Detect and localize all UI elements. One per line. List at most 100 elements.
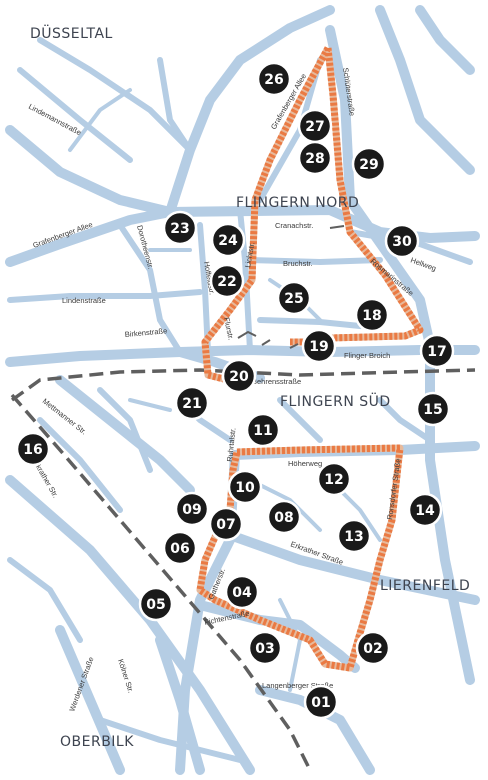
street-label-ruhrtalstr: Ruhrtalstr. xyxy=(225,427,238,462)
location-marker-01[interactable]: 01 xyxy=(303,684,339,720)
street-label-lindemannstrasse: Lindemannstraße xyxy=(27,102,83,137)
street-mettmanner-strasse xyxy=(55,375,195,495)
street-southwest-lower xyxy=(7,557,83,643)
street-grafenberger-allee xyxy=(5,207,175,267)
location-marker-28[interactable]: 28 xyxy=(297,140,333,176)
crossing-marks xyxy=(237,225,345,349)
street-alley-7 xyxy=(278,598,302,692)
svg-text:23: 23 xyxy=(170,221,189,237)
crossing-mark-4 xyxy=(329,225,345,229)
street-erkrather-str-west xyxy=(37,417,123,513)
crossing-mark-1 xyxy=(237,330,257,339)
street-label-birkenstrasse: Birkenstraße xyxy=(124,326,167,339)
location-marker-08[interactable]: 08 xyxy=(266,499,302,535)
svg-text:01: 01 xyxy=(311,695,330,711)
location-marker-27[interactable]: 27 xyxy=(297,108,333,144)
svg-text:16: 16 xyxy=(23,442,42,458)
location-marker-22[interactable]: 22 xyxy=(209,263,245,299)
svg-text:29: 29 xyxy=(359,157,378,173)
area-label-flingern-nord: FLINGERN NORD xyxy=(236,195,359,211)
area-label-lierenfeld: LIERENFELD xyxy=(380,578,470,594)
street-main-east-west xyxy=(165,205,480,243)
street-erkrather-strasse xyxy=(225,530,480,605)
street-fichtenstrasse xyxy=(195,600,360,673)
svg-text:05: 05 xyxy=(146,597,165,613)
svg-text:02: 02 xyxy=(363,641,382,657)
street-hellweg xyxy=(347,229,473,265)
location-marker-18[interactable]: 18 xyxy=(354,297,390,333)
location-marker-19[interactable]: 19 xyxy=(301,328,337,364)
svg-text:26: 26 xyxy=(264,72,283,88)
location-marker-24[interactable]: 24 xyxy=(210,222,246,258)
location-marker-12[interactable]: 12 xyxy=(316,461,352,497)
svg-text:11: 11 xyxy=(253,423,272,439)
location-marker-06[interactable]: 06 xyxy=(162,530,198,566)
location-marker-17[interactable]: 17 xyxy=(419,333,455,369)
street-bruchstrasse xyxy=(247,257,383,265)
street-label-langenberger-strasse: Langenberger Straße xyxy=(262,681,333,690)
svg-text:19: 19 xyxy=(309,339,328,355)
street-label-flurstr: Flurstr. xyxy=(222,317,236,341)
area-label-duesseltal: DÜSSELTAL xyxy=(30,24,113,42)
svg-text:30: 30 xyxy=(392,234,412,250)
crossing-mark-2 xyxy=(261,339,271,346)
street-lindenstrasse xyxy=(7,289,203,303)
location-marker-11[interactable]: 11 xyxy=(245,412,281,448)
street-dorotheenstrasse xyxy=(117,222,183,355)
location-marker-09[interactable]: 09 xyxy=(174,491,210,527)
street-label-lindenstrasse: Lindenstraße xyxy=(62,296,106,305)
location-marker-15[interactable]: 15 xyxy=(415,391,451,427)
location-marker-21[interactable]: 21 xyxy=(174,385,210,421)
svg-text:20: 20 xyxy=(229,369,249,385)
street-northeast xyxy=(415,5,475,75)
location-marker-30[interactable]: 30 xyxy=(384,223,420,259)
svg-text:15: 15 xyxy=(423,402,442,418)
location-marker-02[interactable]: 02 xyxy=(355,630,391,666)
location-marker-03[interactable]: 03 xyxy=(247,630,283,666)
location-marker-04[interactable]: 04 xyxy=(224,574,260,610)
location-marker-29[interactable]: 29 xyxy=(351,146,387,182)
area-label-flingern-sued: FLINGERN SÜD xyxy=(280,392,391,410)
location-marker-23[interactable]: 23 xyxy=(162,210,198,246)
location-marker-26[interactable]: 26 xyxy=(256,61,292,97)
street-sw-small xyxy=(97,387,153,473)
street-grafenberger-allee-west xyxy=(5,125,175,217)
svg-text:07: 07 xyxy=(216,517,235,533)
street-hoffeldstrasse xyxy=(197,222,211,355)
location-marker-05[interactable]: 05 xyxy=(138,586,174,622)
street-flingern-sued-2 xyxy=(277,397,323,443)
boundary-oberbilk xyxy=(10,393,312,771)
svg-text:22: 22 xyxy=(217,274,236,290)
street-label-cranachstr: Cranachstr. xyxy=(275,221,313,230)
location-markers: 01 02 03 04 05 06 07 08 09 10 11 12 13 1… xyxy=(15,61,455,720)
location-marker-20[interactable]: 20 xyxy=(221,358,257,394)
location-marker-25[interactable]: 25 xyxy=(276,280,312,316)
crossing-mark-3 xyxy=(289,343,299,349)
street-label-hoeherweg: Höherweg xyxy=(288,459,322,468)
street-label-bruchstr: Bruchstr. xyxy=(283,259,313,268)
svg-text:10: 10 xyxy=(235,480,255,496)
svg-text:06: 06 xyxy=(170,541,189,557)
location-marker-10[interactable]: 10 xyxy=(227,469,263,505)
location-marker-16[interactable]: 16 xyxy=(15,431,51,467)
street-nw-upper xyxy=(37,37,193,153)
street-alley-1 xyxy=(68,88,132,152)
street-nw-vertical xyxy=(157,57,193,153)
svg-text:21: 21 xyxy=(182,396,201,412)
area-labels: DÜSSELTAL FLINGERN NORD FLINGERN SÜD LIE… xyxy=(30,24,470,750)
location-marker-07[interactable]: 07 xyxy=(208,506,244,542)
svg-text:09: 09 xyxy=(182,502,201,518)
street-label-behrensstrasse: Behrensstraße xyxy=(252,377,301,386)
svg-text:24: 24 xyxy=(218,233,238,249)
svg-text:27: 27 xyxy=(305,119,324,135)
location-marker-13[interactable]: 13 xyxy=(336,518,372,554)
location-marker-14[interactable]: 14 xyxy=(407,492,443,528)
svg-text:28: 28 xyxy=(305,151,324,167)
area-label-oberbilk: OBERBILK xyxy=(60,734,134,750)
street-label-ronsdorfer-strasse: Ronsdorfer Straße xyxy=(385,458,402,520)
svg-text:12: 12 xyxy=(324,472,343,488)
street-alley-6 xyxy=(128,398,172,412)
street-lichtstrasse xyxy=(237,207,253,353)
street-alley-4 xyxy=(248,478,322,532)
